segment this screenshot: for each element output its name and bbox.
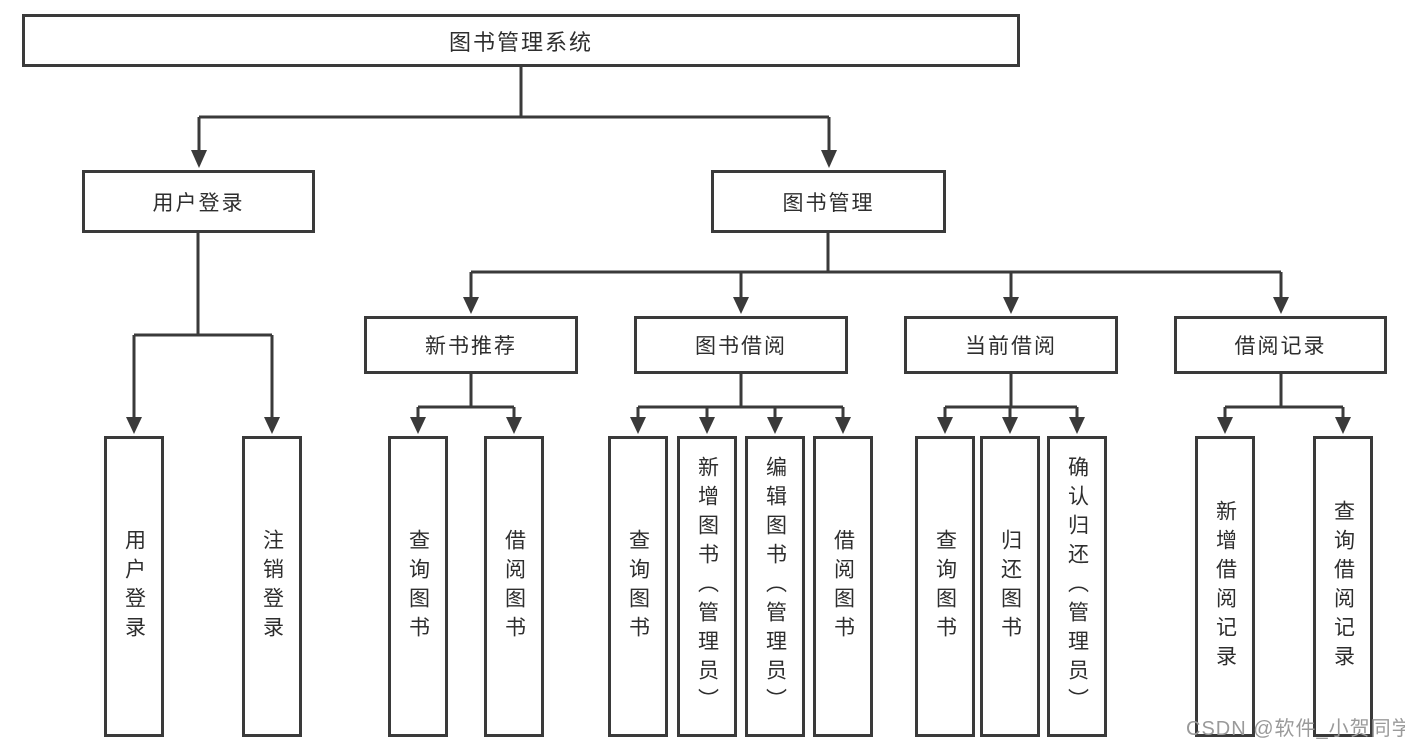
- leaf-bb-edit-book-admin-label: 编辑图书（管理员）: [763, 456, 787, 717]
- leaf-cb-confirm-return-admin: 确认归还（管理员）: [1047, 436, 1107, 737]
- node-book-borrow: 图书借阅: [634, 316, 848, 374]
- node-root: 图书管理系统: [22, 14, 1020, 67]
- csdn-watermark: CSDN @软件_小贺同学: [1186, 718, 1405, 740]
- leaf-cb-return-book-label: 归还图书: [998, 528, 1022, 645]
- leaf-bb-query-book: 查询图书: [608, 436, 668, 737]
- leaf-br-query-record: 查询借阅记录: [1313, 436, 1373, 737]
- leaf-bb-borrow-book: 借阅图书: [813, 436, 873, 737]
- leaf-cb-query-book: 查询图书: [915, 436, 975, 737]
- leaf-bb-edit-book-admin: 编辑图书（管理员）: [745, 436, 805, 737]
- leaf-bb-borrow-book-label: 借阅图书: [831, 528, 855, 645]
- leaf-br-add-record-label: 新增借阅记录: [1213, 499, 1237, 674]
- node-root-label: 图书管理系统: [448, 29, 593, 55]
- leaf-nb-borrow-book: 借阅图书: [484, 436, 544, 737]
- node-user-login-label: 用户登录: [152, 191, 245, 215]
- leaf-nb-query-book: 查询图书: [388, 436, 448, 737]
- node-current-borrow-label: 当前借阅: [965, 335, 1057, 358]
- node-new-book-recommend-label: 新书推荐: [425, 335, 517, 358]
- leaf-cb-query-book-label: 查询图书: [933, 528, 957, 645]
- leaf-cb-return-book: 归还图书: [980, 436, 1040, 737]
- arrowheads: [126, 150, 1351, 434]
- node-borrow-record-label: 借阅记录: [1234, 335, 1327, 358]
- leaf-cb-confirm-return-admin-label: 确认归还（管理员）: [1065, 456, 1089, 717]
- leaf-logout: 注销登录: [242, 436, 302, 737]
- node-current-borrow: 当前借阅: [904, 316, 1118, 374]
- leaf-logout-label: 注销登录: [260, 528, 284, 645]
- leaf-bb-query-book-label: 查询图书: [626, 528, 650, 645]
- node-book-management: 图书管理: [711, 170, 946, 233]
- node-new-book-recommend: 新书推荐: [364, 316, 578, 374]
- leaf-bb-add-book-admin-label: 新增图书（管理员）: [695, 456, 719, 717]
- leaf-nb-borrow-book-label: 借阅图书: [502, 528, 526, 645]
- node-book-borrow-label: 图书借阅: [695, 335, 787, 358]
- leaf-bb-add-book-admin: 新增图书（管理员）: [677, 436, 737, 737]
- leaf-br-query-record-label: 查询借阅记录: [1331, 499, 1355, 674]
- node-borrow-record: 借阅记录: [1174, 316, 1387, 374]
- leaf-user-login-label: 用户登录: [122, 528, 146, 645]
- leaf-user-login: 用户登录: [104, 436, 164, 737]
- node-book-management-label: 图书管理: [782, 191, 875, 215]
- node-user-login: 用户登录: [82, 170, 315, 233]
- leaf-nb-query-book-label: 查询图书: [406, 528, 430, 645]
- leaf-br-add-record: 新增借阅记录: [1195, 436, 1255, 737]
